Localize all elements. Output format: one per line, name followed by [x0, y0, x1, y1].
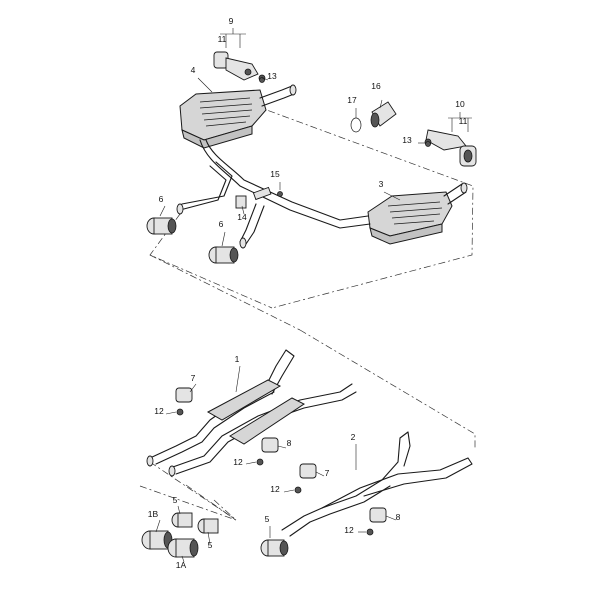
callout-c14: 14	[237, 212, 247, 222]
callout-c12c: 12	[270, 484, 280, 494]
callout-c7a: 7	[191, 373, 196, 383]
connecting-pipe-upper	[179, 139, 371, 245]
clamp-6-left	[146, 203, 184, 235]
callout-c12b: 12	[233, 457, 243, 467]
callout-c15: 15	[270, 169, 280, 179]
rear-silencer-right	[367, 182, 468, 245]
front-pipe-assembly-2	[260, 431, 473, 557]
callout-c7b: 7	[325, 468, 330, 478]
callout-c9: 9	[229, 16, 234, 26]
callout-labels: 1 1A 1B 2 3 4 5 5 5 6 6 7 7 8 8 9 10 11 11 12 12 12 12 13 13 14 15…	[148, 16, 468, 570]
callout-c5b: 5	[208, 540, 213, 550]
callout-c13a: 13	[267, 71, 277, 81]
callout-c10: 10	[455, 99, 465, 109]
callout-c8b: 8	[396, 512, 401, 522]
leader-lines	[155, 28, 472, 563]
ring-17	[350, 117, 362, 133]
callout-c5c: 5	[265, 514, 270, 524]
callout-c13b: 13	[402, 135, 412, 145]
callout-c17: 17	[347, 95, 357, 105]
callout-c6b: 6	[219, 219, 224, 229]
reference-lines	[139, 94, 476, 521]
hanger-10	[424, 129, 477, 167]
front-pipe-assembly-1	[146, 349, 357, 477]
fasteners-upper	[235, 77, 431, 209]
callout-c11a: 11	[218, 34, 227, 44]
callout-c2: 2	[351, 432, 356, 442]
callout-c1: 1	[235, 354, 240, 364]
callout-c8a: 8	[287, 438, 292, 448]
callout-c16: 16	[371, 81, 381, 91]
clamp-set-lower-left	[141, 512, 219, 558]
callout-c5a: 5	[173, 495, 178, 505]
callout-c3: 3	[379, 179, 384, 189]
callout-c12d: 12	[344, 525, 354, 535]
rear-silencer-left	[179, 84, 297, 149]
callout-c1b: 1B	[148, 509, 159, 519]
callout-c6a: 6	[159, 194, 164, 204]
clamp-6-right	[208, 237, 247, 264]
callout-c11b: 11	[459, 116, 468, 126]
callout-c4: 4	[191, 65, 196, 75]
hanger-9	[213, 51, 266, 82]
callout-c1a: 1A	[176, 560, 187, 570]
callout-c12a: 12	[154, 406, 164, 416]
tailpipe-16	[370, 101, 397, 128]
clamps-lower	[175, 387, 387, 536]
